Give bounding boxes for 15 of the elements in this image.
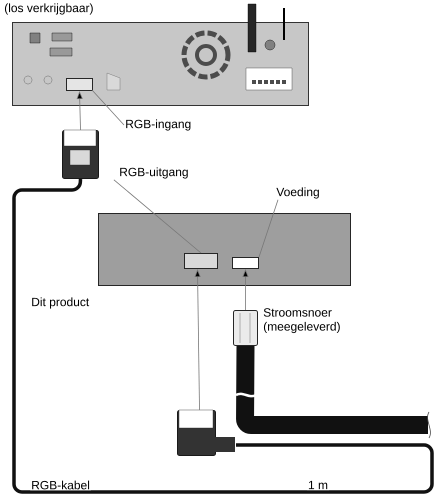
length-label: 1 m [307, 480, 329, 490]
leader-line [258, 199, 278, 258]
unit-caption: (los verkrijgbaar) [4, 3, 93, 15]
cable-plug [62, 130, 99, 179]
leader-line [113, 179, 202, 254]
port-label: RGB-uitgang [120, 167, 188, 179]
output-port [184, 253, 218, 269]
port-label: RGB-ingang [126, 119, 190, 131]
cable-label: Stroomsnoer (meegeleverd) [264, 308, 340, 334]
power-cable [236, 346, 428, 434]
port-label: Voeding [276, 187, 319, 199]
product-caption: Dit product [32, 297, 90, 309]
cable-plug [177, 410, 235, 456]
cable-label: RGB-kabel [30, 480, 91, 490]
power-port [232, 257, 259, 269]
